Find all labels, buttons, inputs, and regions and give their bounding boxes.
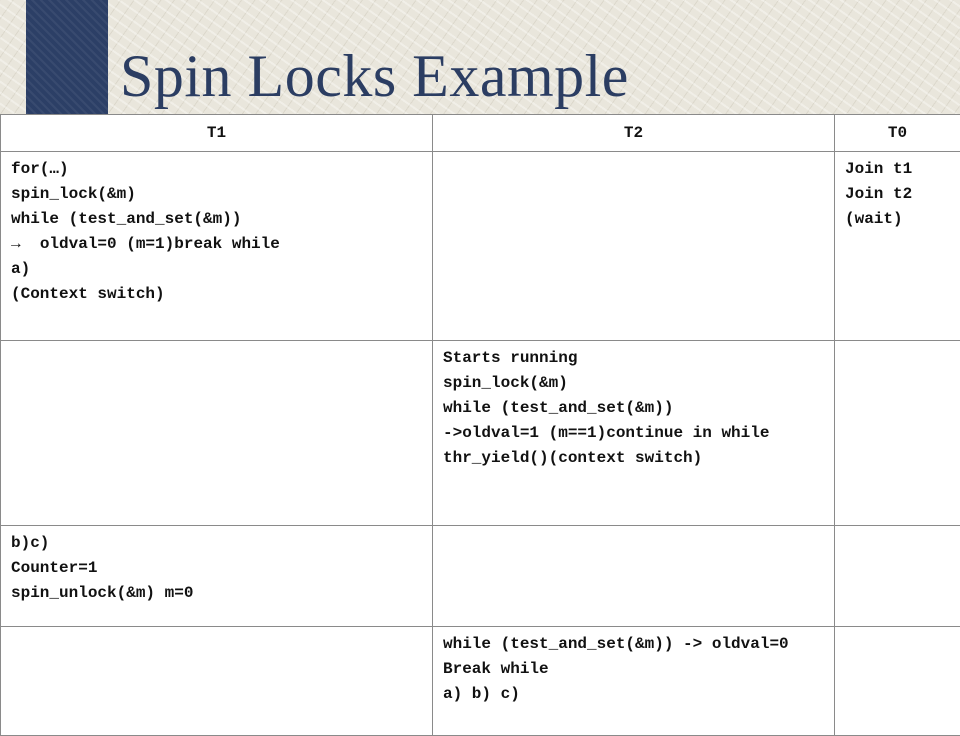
code-line: Join t1 bbox=[845, 160, 950, 179]
code-line: spin_unlock(&m) m=0 bbox=[11, 584, 422, 603]
code-line: while (test_and_set(&m)) -> oldval=0 bbox=[443, 635, 824, 654]
code-line: spin_lock(&m) bbox=[11, 185, 422, 204]
header-t0: T0 bbox=[835, 115, 960, 152]
code-line: Join t2 bbox=[845, 185, 950, 204]
cell-t1 bbox=[1, 341, 433, 526]
cell-t2 bbox=[433, 152, 835, 341]
code-line: Break while bbox=[443, 660, 824, 679]
code-line: → oldval=0 (m=1)break while bbox=[11, 235, 422, 254]
table-row: b)c) Counter=1 spin_unlock(&m) m=0 bbox=[1, 526, 960, 627]
cell-t1 bbox=[1, 627, 433, 736]
arrow-icon: → bbox=[11, 235, 21, 253]
code-line: while (test_and_set(&m)) bbox=[11, 210, 422, 229]
cell-t0 bbox=[835, 341, 960, 526]
cell-t1: b)c) Counter=1 spin_unlock(&m) m=0 bbox=[1, 526, 433, 627]
code-line: while (test_and_set(&m)) bbox=[443, 399, 824, 418]
cell-t0 bbox=[835, 526, 960, 627]
table-row: while (test_and_set(&m)) -> oldval=0 Bre… bbox=[1, 627, 960, 736]
table-row: Starts running spin_lock(&m) while (test… bbox=[1, 341, 960, 526]
header-row: T1 T2 T0 bbox=[1, 115, 960, 152]
code-line: a) bbox=[11, 260, 422, 279]
code-line: b)c) bbox=[11, 534, 422, 553]
header-t1: T1 bbox=[1, 115, 433, 152]
cell-t0 bbox=[835, 627, 960, 736]
code-line: (Context switch) bbox=[11, 285, 422, 304]
cell-t0: Join t1 Join t2 (wait) bbox=[835, 152, 960, 341]
code-line: spin_lock(&m) bbox=[443, 374, 824, 393]
cell-t2 bbox=[433, 526, 835, 627]
code-line: (wait) bbox=[845, 210, 950, 229]
thread-trace-table: T1 T2 T0 for(…) spin_lock(&m) while (tes… bbox=[0, 114, 960, 736]
code-line: Starts running bbox=[443, 349, 824, 368]
code-line: thr_yield()(context switch) bbox=[443, 449, 824, 468]
code-line: ->oldval=1 (m==1)continue in while bbox=[443, 424, 824, 443]
slide-title: Spin Locks Example bbox=[120, 46, 629, 106]
header-t2: T2 bbox=[433, 115, 835, 152]
code-line: Counter=1 bbox=[11, 559, 422, 578]
table-row: for(…) spin_lock(&m) while (test_and_set… bbox=[1, 152, 960, 341]
code-line: for(…) bbox=[11, 160, 422, 179]
cell-t2: Starts running spin_lock(&m) while (test… bbox=[433, 341, 835, 526]
cell-t2: while (test_and_set(&m)) -> oldval=0 Bre… bbox=[433, 627, 835, 736]
cell-t1: for(…) spin_lock(&m) while (test_and_set… bbox=[1, 152, 433, 341]
decorative-side-bar bbox=[26, 0, 108, 114]
code-line: a) b) c) bbox=[443, 685, 824, 704]
